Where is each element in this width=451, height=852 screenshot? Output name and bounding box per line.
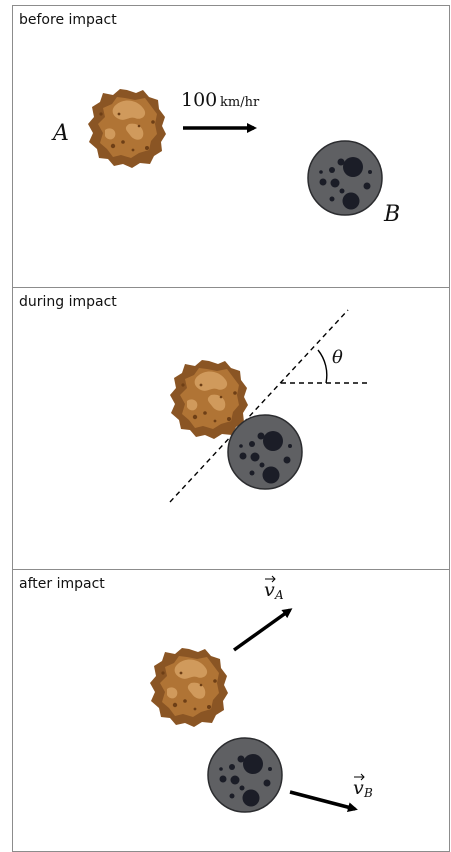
panel-title-before: before impact — [19, 12, 117, 28]
speed-unit: km/hr — [220, 95, 260, 110]
asteroid-a-after — [150, 648, 228, 727]
svg-text:B: B — [363, 786, 373, 800]
panel-title-during: during impact — [19, 294, 117, 310]
impact-plane-line — [169, 309, 349, 503]
svg-text:v: v — [264, 579, 275, 601]
asteroid-a-before — [88, 89, 166, 168]
panel-during-impact: during impact — [12, 287, 450, 570]
velocity-label-a: v A — [264, 575, 284, 602]
asteroid-b-after — [207, 737, 283, 813]
asteroid-a-during — [170, 360, 248, 439]
velocity-arrow-b — [289, 790, 358, 813]
asteroid-b-before — [307, 140, 383, 216]
label-a: A — [51, 121, 69, 146]
svg-text:A: A — [274, 588, 284, 602]
svg-text:v: v — [353, 777, 364, 799]
angle-arc — [317, 349, 328, 384]
angle-theta: θ — [332, 347, 343, 368]
speed-value: 100 — [181, 89, 217, 111]
velocity-arrow-a — [232, 608, 293, 652]
label-b: B — [383, 202, 400, 227]
asteroid-b-during — [227, 414, 303, 490]
velocity-label-b: v B — [353, 773, 373, 800]
panel-title-after: after impact — [19, 576, 105, 592]
panel-before-impact: before impact — [12, 5, 450, 288]
